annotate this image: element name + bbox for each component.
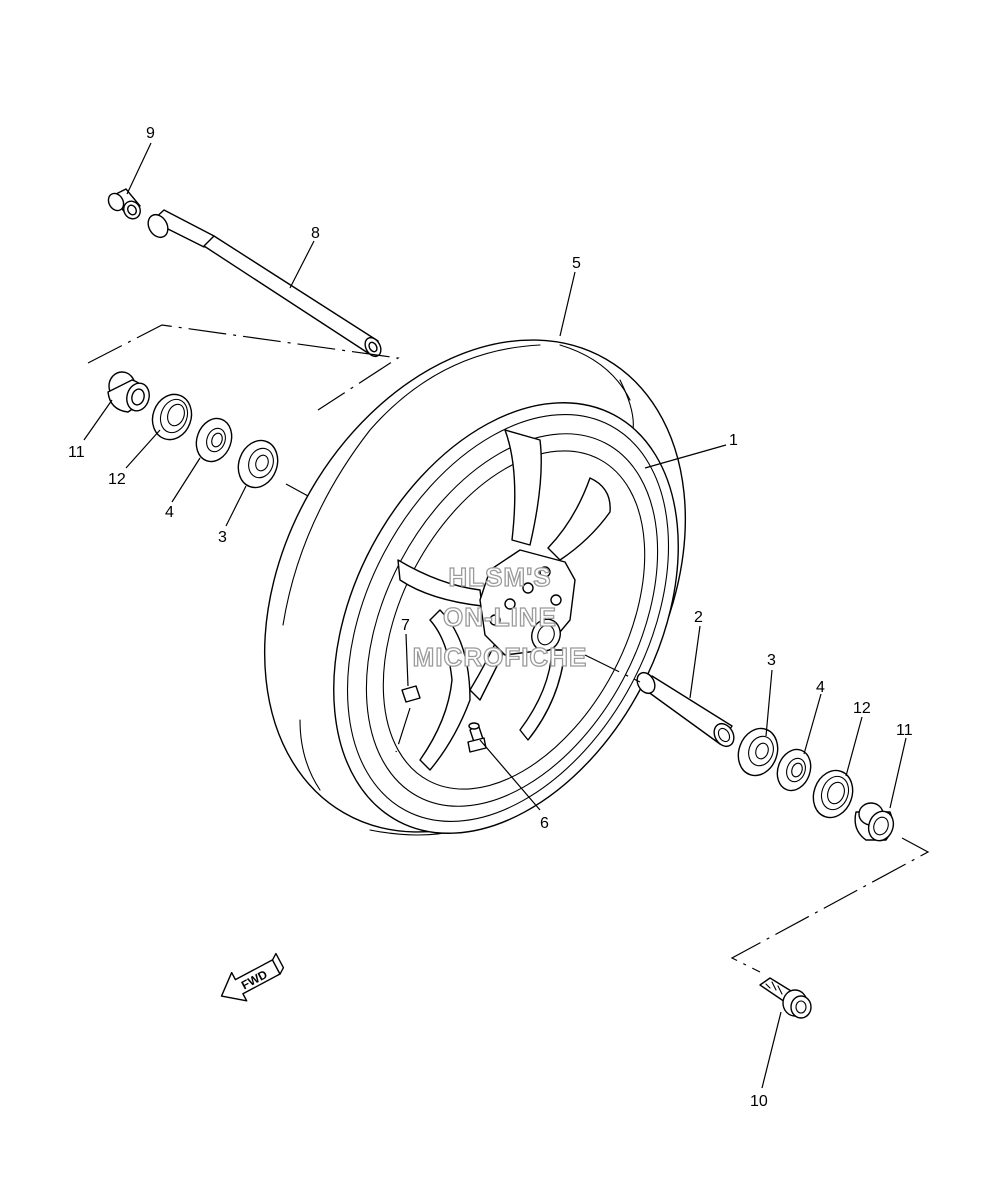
part-7-balance-weight [395, 685, 421, 753]
part-4-bearing-left [195, 417, 233, 463]
watermark: HLSM'S ON-LINE MICROFICHE [412, 561, 588, 672]
callout-1: 1 [729, 432, 738, 449]
watermark-line-3: MICROFICHE [413, 642, 588, 672]
leader-lines [83, 142, 907, 1089]
callout-12-left: 12 [108, 471, 126, 488]
part-3-bearing-left [237, 439, 279, 489]
callout-11-left: 11 [68, 444, 85, 461]
callout-10: 10 [750, 1093, 768, 1110]
part-1-cast-wheel [333, 402, 679, 834]
callout-8: 8 [311, 225, 320, 242]
part-12-oil-seal-left [151, 393, 193, 441]
callout-7: 7 [401, 617, 410, 634]
part-12-oil-seal-right [812, 769, 854, 819]
callout-3-left: 3 [218, 529, 227, 546]
right-group-boundary [730, 837, 930, 973]
fwd-arrow-icon: FWD [220, 952, 285, 1002]
callout-2: 2 [694, 609, 703, 626]
callout-9: 9 [146, 125, 155, 142]
callout-11-right: 11 [896, 722, 913, 739]
part-3-bearing-right [737, 727, 779, 777]
callout-12-right: 12 [853, 700, 871, 717]
part-11-collar-right [854, 802, 895, 842]
callout-6: 6 [540, 815, 549, 832]
left-group-boundary [87, 324, 400, 411]
callout-4-left: 4 [165, 504, 174, 521]
part-4-bearing-right [776, 748, 812, 792]
watermark-line-2: ON-LINE [443, 602, 557, 632]
left-axis-line [285, 483, 309, 497]
callout-3-right: 3 [767, 652, 776, 669]
callout-5: 5 [572, 255, 581, 272]
right-axis-line [584, 654, 641, 683]
part-11-collar-left [107, 371, 150, 413]
part-10-bolt [759, 977, 812, 1019]
part-9-collar [107, 188, 141, 220]
watermark-line-1: HLSM'S [448, 562, 551, 592]
part-8-wheel-axle [147, 209, 382, 358]
callout-4-right: 4 [816, 679, 825, 696]
part-2-spacer [636, 671, 735, 748]
